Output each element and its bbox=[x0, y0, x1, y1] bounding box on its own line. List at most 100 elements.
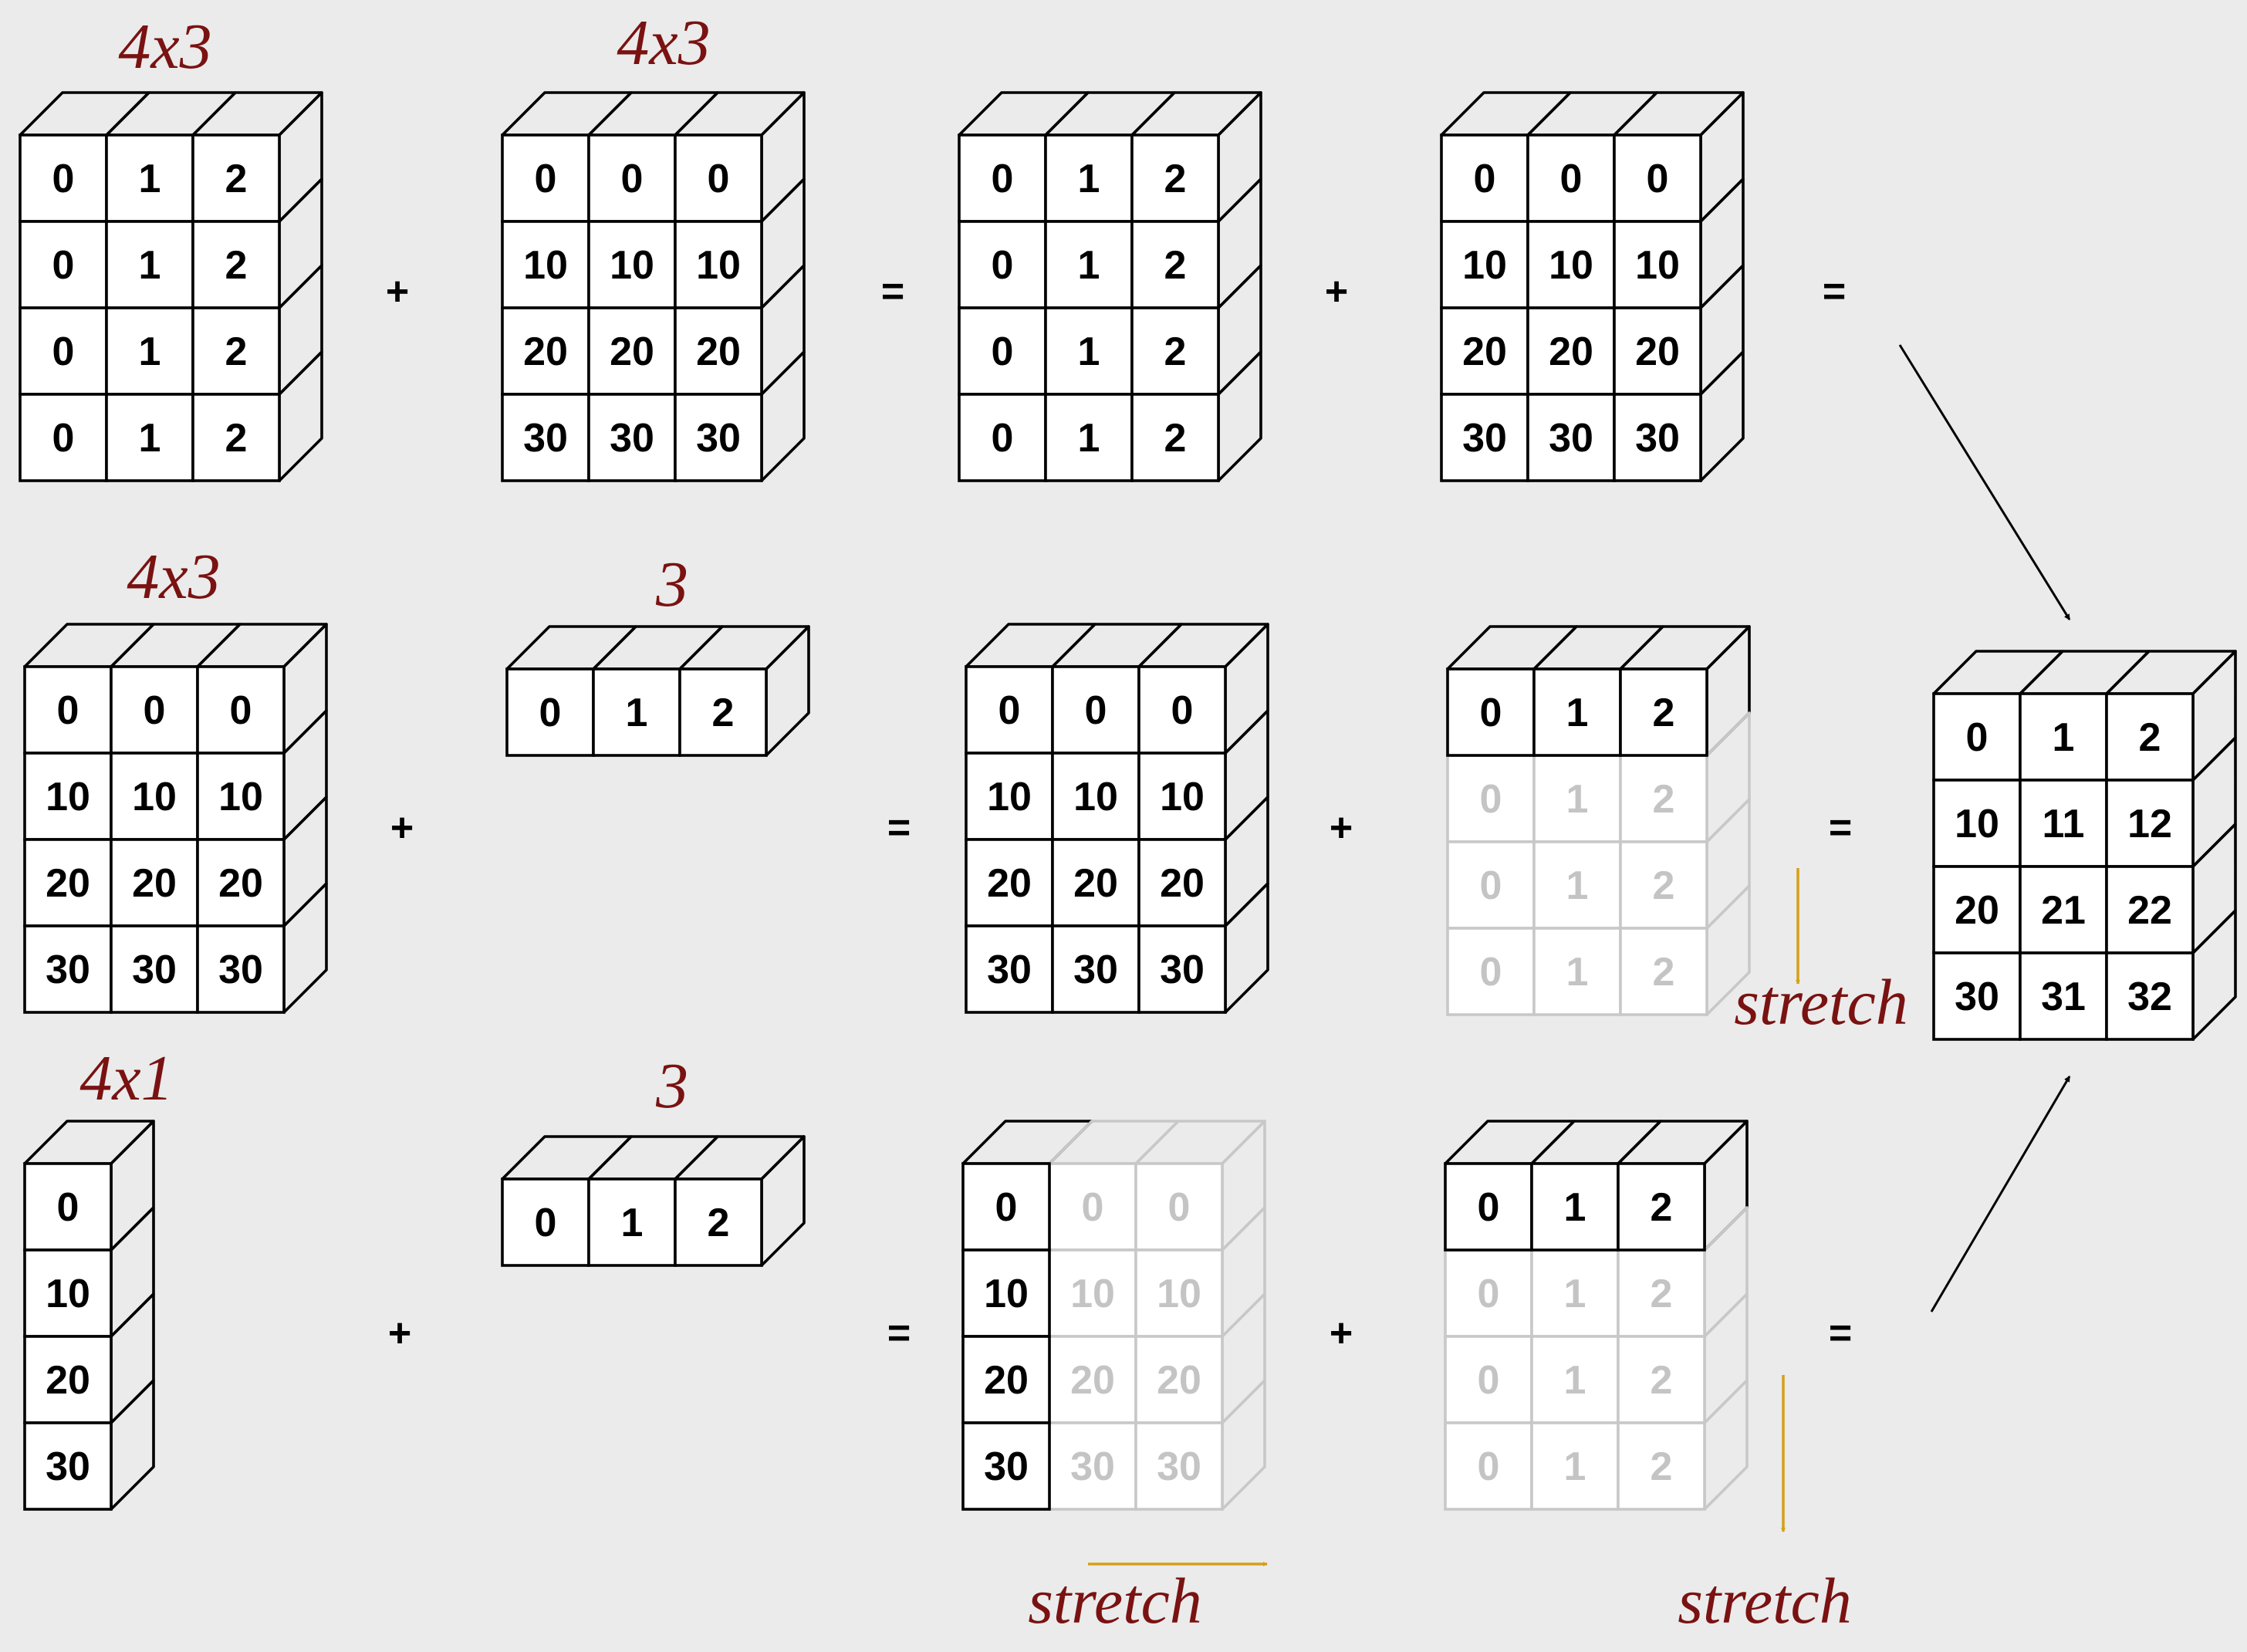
equals-sign: = bbox=[1823, 269, 1846, 314]
cell-value: 1 bbox=[1564, 1444, 1586, 1489]
cell-value: 2 bbox=[1653, 777, 1675, 822]
cube-front-face bbox=[587, 1177, 677, 1267]
cube-side-face bbox=[1699, 350, 1745, 482]
equals-sign: = bbox=[1829, 806, 1852, 850]
cube-side-face bbox=[2191, 909, 2237, 1041]
cube-front-face bbox=[1137, 752, 1227, 841]
cube-front-face bbox=[1526, 133, 1616, 223]
cube-front-face bbox=[965, 924, 1054, 1014]
cell-value: 1 bbox=[621, 1201, 644, 1245]
cell-value: 21 bbox=[2041, 888, 2086, 933]
cell-value: 20 bbox=[696, 329, 741, 374]
cell-value: 2 bbox=[1653, 863, 1675, 908]
cube-front-face bbox=[674, 1177, 763, 1267]
cube-front-face bbox=[1444, 1421, 1533, 1511]
cell-value: 2 bbox=[225, 329, 248, 374]
cell-value: 0 bbox=[708, 157, 730, 201]
cell-value: 0 bbox=[57, 688, 79, 733]
cube-side-face bbox=[765, 625, 810, 757]
cell-value: 0 bbox=[1085, 688, 1107, 733]
cell-value: 0 bbox=[998, 688, 1021, 733]
cell-value: 1 bbox=[626, 691, 648, 735]
cube-front-face bbox=[674, 393, 763, 482]
cell-value: 30 bbox=[1157, 1444, 1201, 1489]
cube-side-face bbox=[110, 1379, 155, 1511]
cube-front-face bbox=[587, 220, 677, 309]
cell-value: 2 bbox=[2139, 715, 2161, 760]
cell-value: 1 bbox=[1078, 157, 1100, 201]
cell-value: 30 bbox=[1955, 975, 1999, 1019]
cell-value: 30 bbox=[610, 416, 654, 461]
cell-value: 20 bbox=[1070, 1358, 1115, 1403]
cell-value: 0 bbox=[992, 243, 1014, 288]
cell-value: 10 bbox=[1549, 243, 1593, 288]
cell-value: 31 bbox=[2041, 975, 2086, 1019]
cube-front-face bbox=[23, 1335, 113, 1424]
cube-front-face bbox=[592, 667, 681, 757]
cell-value: 20 bbox=[1157, 1358, 1201, 1403]
cell-value: 0 bbox=[535, 157, 557, 201]
cube-front-face bbox=[1613, 133, 1702, 223]
cube-front-face bbox=[2019, 951, 2108, 1041]
cube-front-face bbox=[961, 1421, 1051, 1511]
equals-sign: = bbox=[887, 1311, 911, 1356]
cell-value: 2 bbox=[1164, 329, 1187, 374]
cell-value: 30 bbox=[1549, 416, 1593, 461]
cell-value: 10 bbox=[984, 1272, 1029, 1316]
cell-value: 1 bbox=[1566, 950, 1589, 995]
cube-front-face bbox=[1137, 924, 1227, 1014]
cube-front-face bbox=[1613, 393, 1702, 482]
cell-value: 2 bbox=[225, 416, 248, 461]
cube-front-face bbox=[1051, 665, 1140, 755]
shape-label: 3 bbox=[655, 1050, 688, 1122]
cell-value: 1 bbox=[1566, 691, 1589, 735]
cube-front-face bbox=[191, 133, 281, 223]
cube-front-face bbox=[1613, 220, 1702, 309]
cell-value: 10 bbox=[46, 1272, 90, 1316]
cell-value: 0 bbox=[992, 157, 1014, 201]
cell-value: 10 bbox=[1070, 1272, 1115, 1316]
cell-value: 30 bbox=[46, 948, 90, 992]
cube-front-face bbox=[1617, 1421, 1706, 1511]
cell-value: 2 bbox=[1164, 243, 1187, 288]
cell-value: 0 bbox=[621, 157, 644, 201]
cell-value: 1 bbox=[139, 243, 161, 288]
cube-front-face bbox=[196, 924, 286, 1014]
cube-front-face bbox=[19, 393, 108, 482]
cell-value: 0 bbox=[1478, 1185, 1500, 1230]
cell-value: 0 bbox=[52, 157, 75, 201]
cell-value: 30 bbox=[1635, 416, 1680, 461]
cell-value: 0 bbox=[52, 243, 75, 288]
cube-front-face bbox=[1617, 1335, 1706, 1424]
cube-front-face bbox=[1932, 951, 2022, 1041]
cube-front-face bbox=[587, 306, 677, 396]
cube-front-face bbox=[1137, 665, 1227, 755]
cell-value: 0 bbox=[1966, 715, 1989, 760]
plus-sign: + bbox=[390, 806, 414, 850]
cell-value: 10 bbox=[523, 243, 568, 288]
cell-value: 1 bbox=[1564, 1272, 1586, 1316]
cube-front-face bbox=[105, 393, 194, 482]
cube-front-face bbox=[505, 667, 595, 757]
cell-value: 1 bbox=[1078, 329, 1100, 374]
cube-front-face bbox=[110, 752, 199, 841]
plus-sign: + bbox=[386, 269, 409, 314]
cube-front-face bbox=[501, 220, 590, 309]
cell-value: 0 bbox=[1171, 688, 1194, 733]
cell-value: 0 bbox=[144, 688, 166, 733]
cube-front-face bbox=[1932, 865, 2022, 954]
equals-sign: = bbox=[881, 269, 904, 314]
cell-value: 20 bbox=[523, 329, 568, 374]
cell-value: 20 bbox=[1160, 861, 1205, 906]
shape-label: 4x3 bbox=[127, 541, 220, 613]
cell-value: 2 bbox=[1651, 1358, 1673, 1403]
cell-value: 2 bbox=[1651, 1272, 1673, 1316]
cell-value: 20 bbox=[610, 329, 654, 374]
arrow-to-result bbox=[1898, 344, 2071, 621]
cube-front-face bbox=[1044, 393, 1134, 482]
